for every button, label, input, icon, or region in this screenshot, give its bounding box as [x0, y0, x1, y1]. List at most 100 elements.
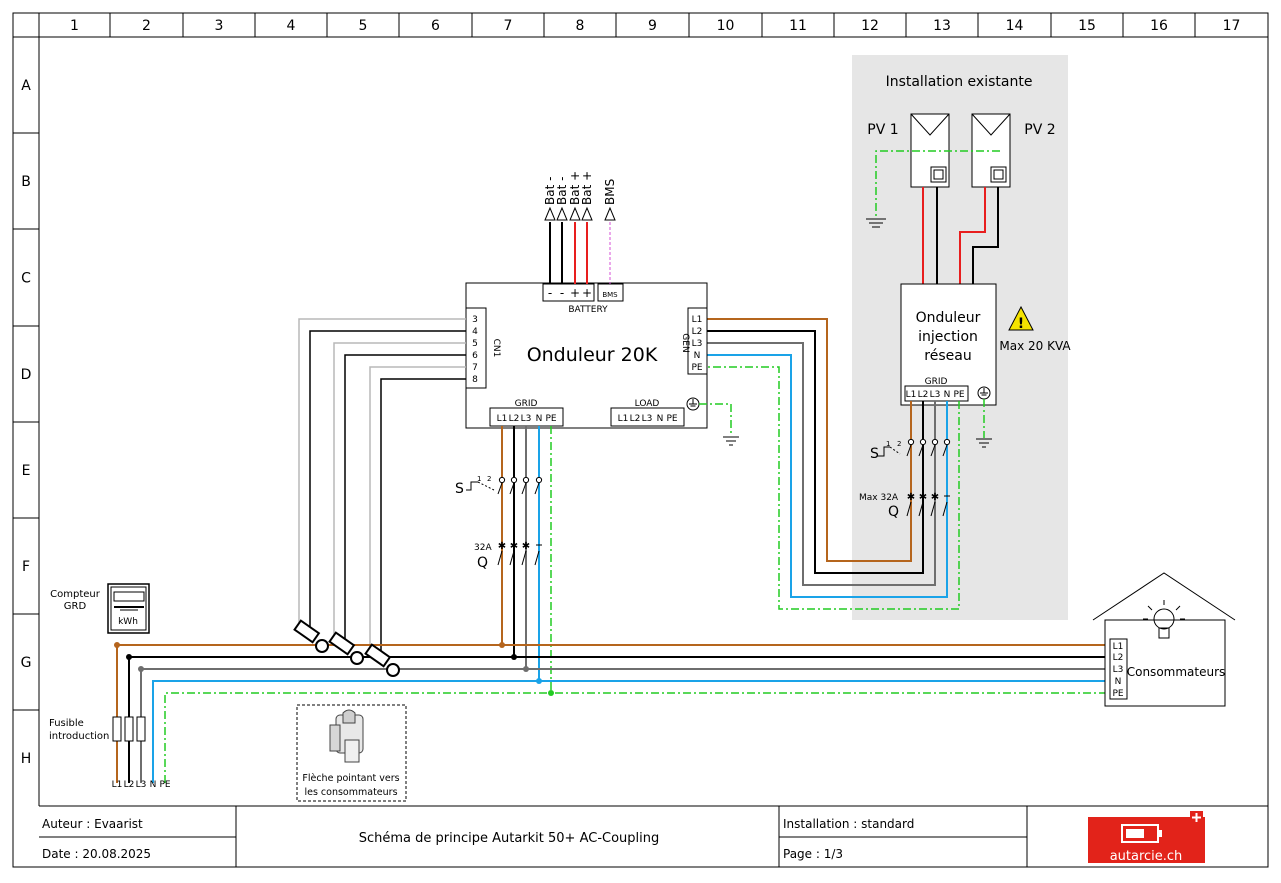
breaker-blade: [942, 501, 948, 517]
main-load-label: LOAD: [635, 399, 660, 409]
switch-contact: [498, 476, 506, 484]
injection-switch: S 1 2: [870, 438, 951, 462]
main-fuses: [112, 716, 146, 742]
svg-text:Max 32A: Max 32A: [859, 493, 899, 503]
injection-inverter-line1: Onduleur: [916, 310, 981, 326]
cn1-label: CN1: [491, 339, 501, 358]
meter-unit: kWh: [118, 617, 138, 627]
breaker-blade: [497, 550, 503, 566]
busbar-junction-dots: [114, 642, 554, 696]
arrow-up-icon: [604, 206, 616, 221]
switch-blade: [497, 482, 503, 495]
row-label: B: [21, 174, 31, 190]
fuse-label-line2: introduction: [49, 731, 109, 742]
injection-grid-terminal-block: [904, 385, 969, 402]
consumers-label: Consommateurs: [1127, 665, 1226, 679]
gen-terminal: L2: [692, 327, 703, 337]
column-label: 1: [70, 18, 79, 34]
consumer-terminal: PE: [1112, 689, 1123, 699]
switch-blade: [509, 482, 515, 495]
meter-label-line1: Compteur: [50, 589, 101, 600]
injection-grid-terminal: PE: [953, 390, 964, 400]
column-label: 4: [287, 18, 296, 34]
bms-wire-label: BMS: [603, 179, 617, 205]
ct-clamp-l1: [293, 619, 329, 653]
breaker-trip-mark: ✱: [931, 492, 939, 503]
gen-terminal: L1: [692, 315, 703, 325]
column-label: 2: [142, 18, 151, 34]
injection-grid-terminal: L3: [930, 390, 941, 400]
breaker-blade: [906, 501, 912, 517]
battery-terminal: -: [560, 286, 564, 300]
switch-blade: [906, 444, 912, 457]
switch-blade: [930, 444, 936, 457]
main-grid-terminal: L1: [497, 414, 508, 424]
pv1-label: PV 1: [867, 122, 898, 138]
fuse-terminal: L1: [112, 780, 123, 790]
warning-label: Max 20 KVA: [999, 339, 1071, 353]
switch-blade: [918, 444, 924, 457]
column-label: 9: [648, 18, 657, 34]
column-label: 7: [504, 18, 513, 34]
fuse-terminal: N: [150, 780, 157, 790]
battery-terminal-block: [542, 283, 595, 302]
switch-contact: [931, 438, 939, 446]
breaker-trip-mark: ✱: [522, 541, 530, 552]
bms-terminal-label: BMS: [602, 291, 618, 299]
main-grid-terminal: L3: [521, 414, 532, 424]
main-load-terminal: L1: [618, 414, 629, 424]
cn1-pin: 4: [472, 327, 478, 337]
row-label: C: [21, 271, 31, 287]
fuse-terminal: PE: [159, 780, 170, 790]
main-grid-wires: [501, 426, 552, 693]
main-grid-terminal: N: [536, 414, 543, 424]
consumer-terminal: L1: [1113, 642, 1124, 652]
existing-installation-title: Installation existante: [886, 74, 1033, 90]
row-label: H: [21, 751, 32, 767]
injection-inverter-line2: injection: [918, 329, 978, 345]
svg-text:Q: Q: [888, 504, 899, 520]
injection-inverter-box: [900, 283, 997, 406]
logo-text: autarcie.ch: [1110, 849, 1183, 864]
injection-grid-label: GRID: [925, 377, 948, 387]
svg-text:1: 1: [477, 475, 481, 483]
fuse-label-line1: Fusible: [49, 718, 84, 729]
main-load-terminal: L2: [630, 414, 641, 424]
battery-terminal: -: [548, 286, 552, 300]
battery-wire-label: Bat +: [568, 171, 582, 205]
injection-grid-terminal: N: [944, 390, 951, 400]
battery-terminal: +: [582, 286, 592, 300]
autarcie-logo: [1088, 811, 1205, 863]
main-inverter-earth-icon: [686, 397, 700, 411]
breaker-trip-mark: ✱: [907, 492, 915, 503]
main-load-terminal: PE: [666, 414, 677, 424]
battery-wire-label: Bat -: [543, 177, 557, 205]
svg-text:2: 2: [487, 475, 491, 483]
main-load-terminal: N: [657, 414, 664, 424]
breaker-trip-mark: ✱: [919, 492, 927, 503]
consumer-terminal: L2: [1113, 653, 1124, 663]
row-label: G: [21, 655, 32, 671]
gen-terminal: PE: [691, 363, 702, 373]
installation-label: Installation : standard: [783, 817, 914, 831]
switch-contact: [510, 476, 518, 484]
svg-text:S: S: [455, 481, 464, 497]
main-inverter-box: [465, 282, 708, 429]
consumers-terminal-block: [1109, 638, 1128, 700]
cn1-terminal-block: [465, 307, 487, 389]
cn1-pin: 6: [472, 351, 478, 361]
switch-contact: [535, 476, 543, 484]
cn1-pin: 3: [472, 315, 478, 325]
injection-output-wires: [707, 318, 960, 610]
injection-earth-icon: [977, 386, 991, 400]
gen-label: GEN: [680, 333, 690, 352]
breaker-blade: [509, 550, 515, 566]
cn1-pin: 7: [472, 363, 478, 373]
lightbulb-icon: [1143, 600, 1185, 639]
battery-wire-label: Bat +: [580, 171, 594, 205]
title-block: [39, 806, 1028, 867]
column-label: 15: [1078, 18, 1096, 34]
switch-contact: [907, 438, 915, 446]
